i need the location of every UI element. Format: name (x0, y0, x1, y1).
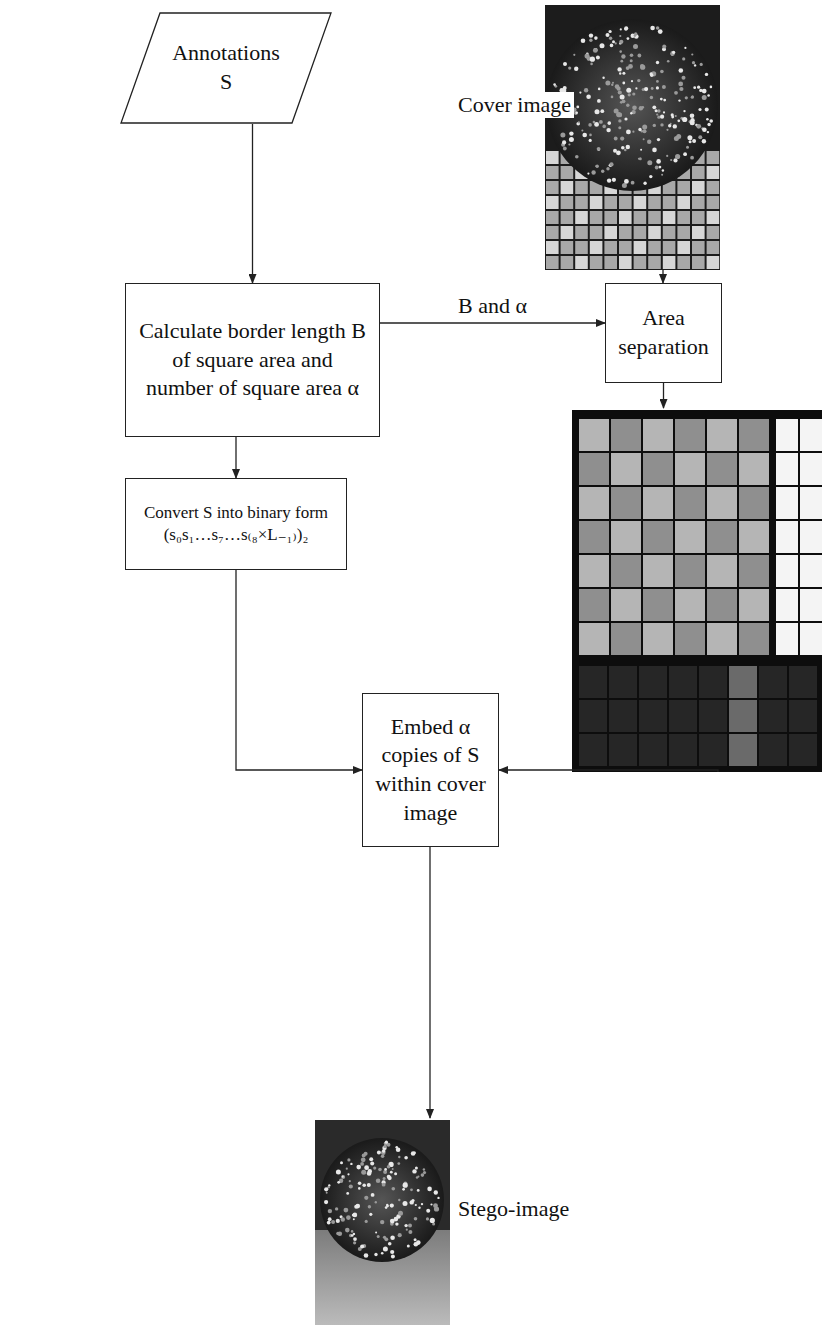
connector-line (235, 437, 236, 478)
node-text: Area separation (618, 304, 709, 361)
parallelogram-outline (120, 12, 332, 124)
arrow-line (429, 847, 430, 1118)
connector-line (499, 770, 718, 772)
process-box: Calculate border length B of square area… (125, 283, 380, 437)
connector (252, 124, 253, 283)
cover-image (545, 5, 720, 270)
image-label: Stego-image (455, 1196, 572, 1222)
connector (236, 437, 237, 478)
connector-line (380, 322, 605, 323)
edge-label: B and α (455, 293, 530, 319)
process-box: Area separation (605, 283, 722, 383)
node-text: Convert S into binary form (144, 502, 328, 524)
connector-line (252, 124, 253, 283)
process-box: Convert S into binary form(s₀s₁…s₇…s₍₈×L… (125, 478, 347, 570)
input-parallelogram: Annotations S (120, 12, 332, 124)
connector (380, 323, 605, 324)
connector-line (663, 383, 664, 408)
separated-image (572, 410, 822, 772)
connector (236, 570, 362, 770)
connector (499, 383, 718, 772)
node-text: Embed α copies of S within cover image (375, 713, 486, 827)
node-text: (s₀s₁…s₇…s₍₈×L₋₁₎)₂ (164, 524, 309, 546)
connector-line (236, 570, 362, 770)
node-text: Annotations S (168, 39, 284, 96)
stego-image (315, 1120, 450, 1325)
arrow-line (662, 270, 663, 283)
node-text: Calculate border length B of square area… (138, 317, 367, 403)
image-label: Cover image (455, 92, 574, 118)
process-box: Embed α copies of S within cover image (362, 693, 499, 847)
